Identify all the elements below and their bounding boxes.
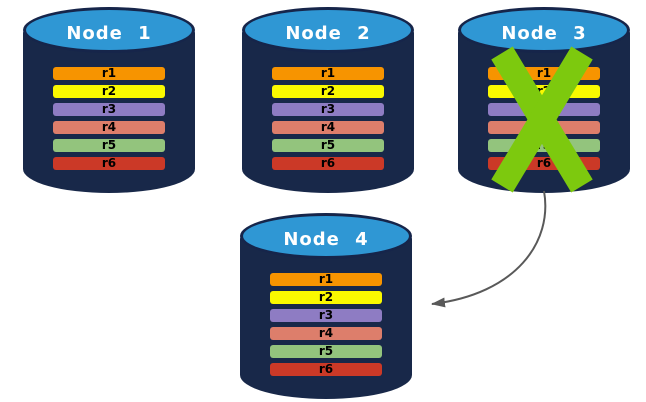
replica-bar-r1: r1 — [270, 273, 382, 286]
replica-bar-r4: r4 — [53, 121, 165, 134]
node-label: Node 4 — [283, 229, 369, 250]
replica-bar-r1: r1 — [272, 67, 384, 80]
replica-bar-r3: r3 — [270, 309, 382, 322]
replica-stack: r1 r2 r3 r4 r5 r6 — [270, 273, 382, 376]
node-label: Node 1 — [66, 23, 152, 44]
db-node-1: Node 1 r1 r2 r3 r4 r5 r6 — [23, 7, 195, 193]
replica-bar-r5: r5 — [270, 345, 382, 358]
replica-bar-r5: r5 — [53, 139, 165, 152]
replica-bar-r2: r2 — [53, 85, 165, 98]
replica-stack: r1 r2 r3 r4 r5 r6 — [53, 67, 165, 170]
cylinder-top: Node 2 — [242, 7, 414, 53]
failure-x-icon — [491, 46, 593, 193]
db-node-4: Node 4 r1 r2 r3 r4 r5 r6 — [240, 213, 412, 399]
cylinder-top: Node 4 — [240, 213, 412, 259]
replica-bar-r4: r4 — [270, 327, 382, 340]
replica-bar-r3: r3 — [53, 103, 165, 116]
cylinder-top: Node 1 — [23, 7, 195, 53]
failure-x-stroke — [491, 46, 593, 193]
failover-arrow-path — [431, 190, 547, 308]
replica-bar-r6: r6 — [53, 157, 165, 170]
replica-bar-r2: r2 — [270, 291, 382, 304]
replica-bar-r1: r1 — [53, 67, 165, 80]
replica-bar-r5: r5 — [272, 139, 384, 152]
cylinder-top: Node 3 — [458, 7, 630, 53]
replica-bar-r2: r2 — [272, 85, 384, 98]
node-label: Node 3 — [501, 23, 587, 44]
db-node-3: Node 3 r1 r2 r3 r4 r5 r6 — [458, 7, 630, 193]
replica-bar-r6: r6 — [272, 157, 384, 170]
replica-stack: r1 r2 r3 r4 r5 r6 — [272, 67, 384, 170]
replica-bar-r6: r6 — [270, 363, 382, 376]
replica-bar-r3: r3 — [272, 103, 384, 116]
node-label: Node 2 — [285, 23, 371, 44]
replica-bar-r4: r4 — [272, 121, 384, 134]
db-node-2: Node 2 r1 r2 r3 r4 r5 r6 — [242, 7, 414, 193]
